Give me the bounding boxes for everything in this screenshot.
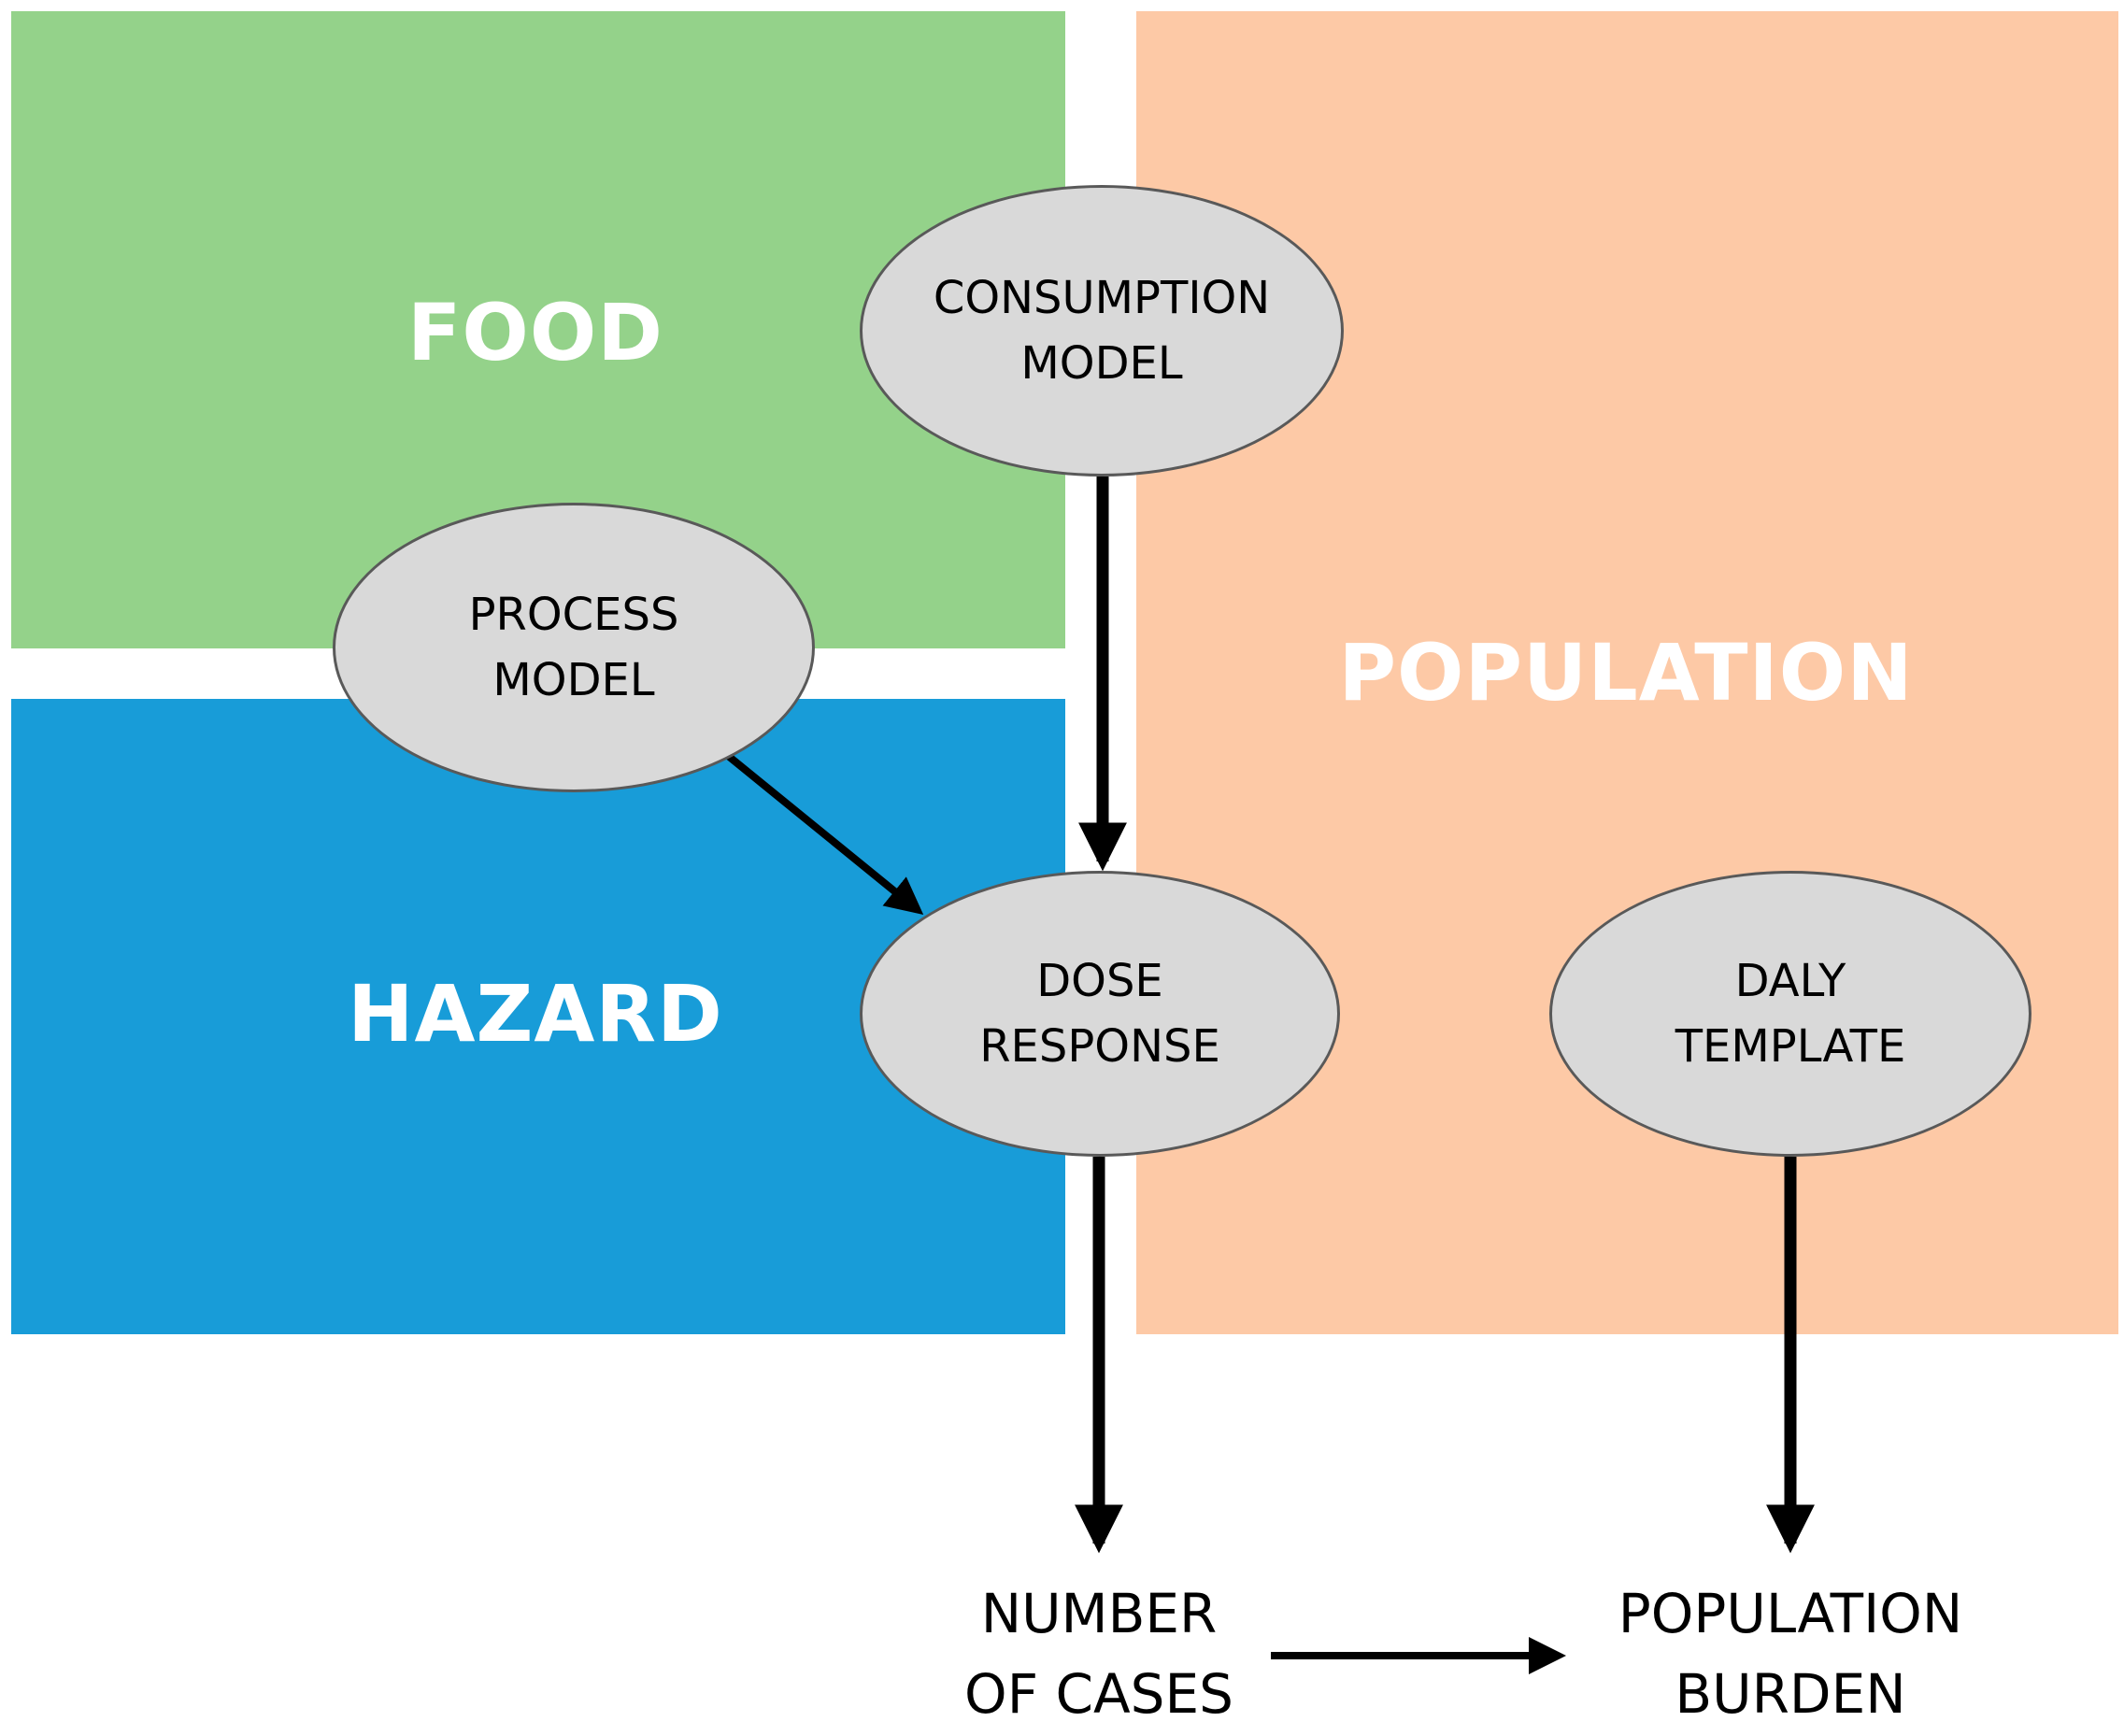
process-model-line-2: MODEL xyxy=(492,654,655,706)
daly-template-line-2: TEMPLATE xyxy=(1675,1020,1906,1073)
consumption-model-line-2: MODEL xyxy=(1020,337,1183,390)
population-burden-line-2: BURDEN xyxy=(1675,1662,1906,1726)
hazard-label: HAZARD xyxy=(348,968,723,1060)
process-model-line-1: PROCESS xyxy=(468,589,679,641)
number-of-cases-outcome: NUMBER OF CASES xyxy=(940,1573,1258,1734)
dose-response-line-2: RESPONSE xyxy=(979,1020,1220,1073)
dose-response-node: DOSE RESPONSE xyxy=(860,871,1340,1157)
population-burden-line-1: POPULATION xyxy=(1618,1582,1963,1645)
dose-response-line-1: DOSE xyxy=(1036,955,1163,1007)
arrow-process-to-dose xyxy=(724,751,924,916)
number-of-cases-line-2: OF CASES xyxy=(964,1662,1233,1726)
daly-template-line-1: DALY xyxy=(1734,955,1846,1007)
population-label: POPULATION xyxy=(1338,627,1914,719)
population-burden-outcome: POPULATION BURDEN xyxy=(1585,1573,1996,1734)
consumption-model-line-1: CONSUMPTION xyxy=(933,272,1271,324)
daly-template-node: DALY TEMPLATE xyxy=(1549,871,2031,1157)
number-of-cases-line-1: NUMBER xyxy=(980,1582,1218,1645)
food-label: FOOD xyxy=(407,287,663,378)
consumption-model-node: CONSUMPTION MODEL xyxy=(860,185,1344,477)
process-model-node: PROCESS MODEL xyxy=(333,503,815,792)
